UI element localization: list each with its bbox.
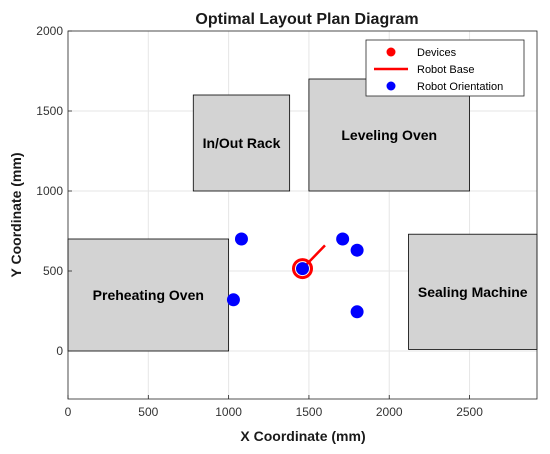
robot-markers (226, 232, 364, 319)
chart-title: Optimal Layout Plan Diagram (195, 11, 418, 28)
legend-label: Robot Orientation (417, 81, 503, 93)
device-label: Sealing Machine (418, 284, 528, 300)
robot-orientation-point (336, 232, 350, 246)
device-label: In/Out Rack (203, 135, 281, 151)
x-tick-label: 2500 (456, 405, 483, 419)
y-tick-label: 1500 (36, 104, 63, 118)
legend-label: Robot Base (417, 64, 474, 76)
x-axis-label: X Coordinate (mm) (240, 428, 365, 444)
device-box (308, 78, 470, 192)
y-axis-label: Y Coordinate (mm) (8, 153, 24, 278)
y-tick-label: 500 (43, 264, 63, 278)
x-tick-label: 1500 (296, 405, 323, 419)
y-tick-label: 1000 (36, 184, 63, 198)
y-tick-label: 2000 (36, 24, 63, 38)
robot-orientation-point (234, 232, 248, 246)
x-tick-label: 2000 (376, 405, 403, 419)
robot-orientation-point (350, 243, 364, 257)
device-box (408, 233, 538, 350)
device-box (192, 94, 291, 192)
device-label: Leveling Oven (341, 127, 437, 143)
robot-orientation-point (296, 262, 309, 276)
x-tick-label: 1000 (215, 405, 242, 419)
legend-label: Devices (417, 47, 457, 59)
y-tick-label: 0 (56, 344, 63, 358)
axis-ticks: 0 500 1000 1500 2000 2500 0 500 1000 1500 2000 (36, 24, 483, 419)
x-tick-label: 500 (138, 405, 158, 419)
plot-border (67, 30, 538, 400)
legend-marker (386, 47, 396, 57)
legend-marker (386, 81, 396, 91)
device-label: Preheating Oven (93, 287, 204, 303)
robot-base-marker (292, 258, 313, 280)
robot-orientation-point (350, 305, 364, 319)
robot-orientation-point (226, 293, 240, 307)
x-tick-label: 0 (65, 405, 72, 419)
device-box (67, 238, 230, 352)
